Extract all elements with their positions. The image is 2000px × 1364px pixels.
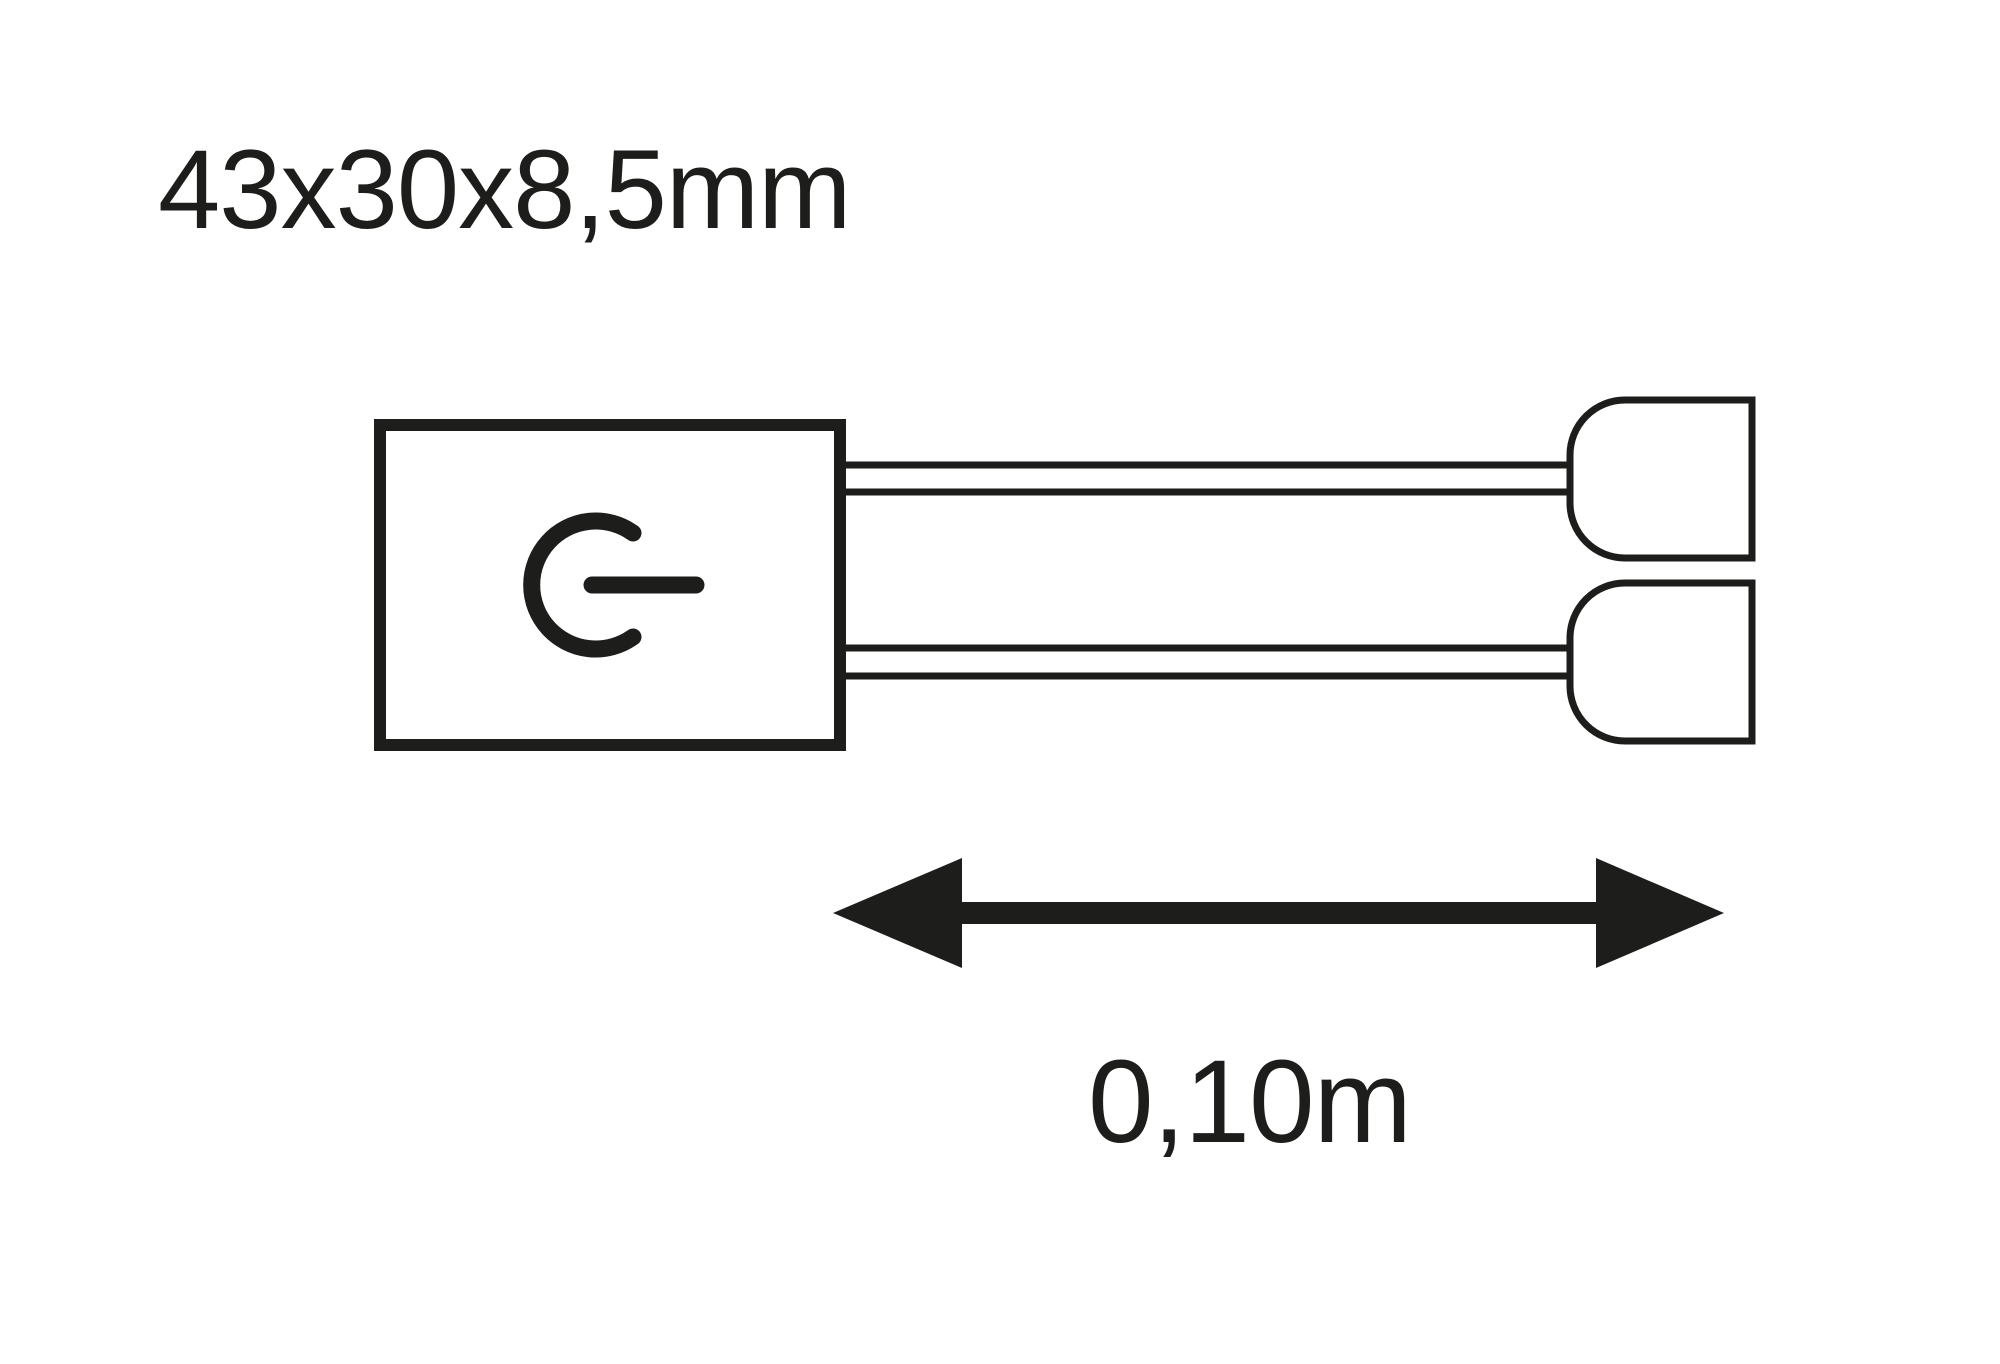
cable-length-label: 0,10m	[1088, 1036, 1411, 1168]
size-dimension-label: 43x30x8,5mm	[158, 127, 850, 252]
power-symbol-arc	[523, 512, 642, 658]
cable-length-dimension	[833, 858, 1724, 968]
dimension-arrow-head-left	[833, 858, 962, 968]
dimension-arrow-head-right	[1596, 858, 1724, 968]
power-symbol-icon	[523, 512, 705, 658]
dimension-arrow-shaft	[950, 902, 1610, 924]
connector-upper	[1566, 396, 1756, 562]
connector-lower	[1566, 579, 1756, 745]
connector-group	[1566, 396, 1756, 745]
